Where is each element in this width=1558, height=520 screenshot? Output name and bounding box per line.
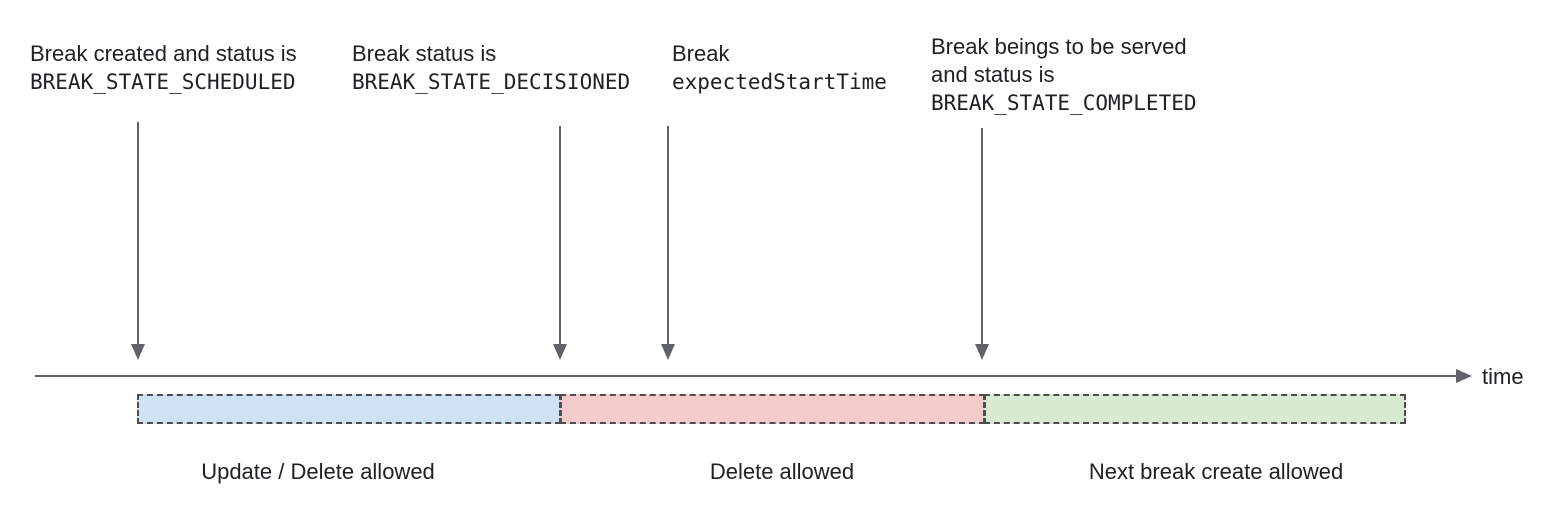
annotation-break-decisioned-text: Break status is bbox=[352, 41, 497, 66]
time-axis-arrowhead-icon bbox=[1456, 369, 1472, 383]
annotation-break-decisioned: Break status is BREAK_STATE_DECISIONED bbox=[352, 40, 630, 96]
arrow-stem bbox=[559, 126, 561, 345]
segment-update-delete-allowed bbox=[137, 394, 561, 424]
segment-delete-allowed bbox=[560, 394, 985, 424]
annotation-break-scheduled: Break created and status is BREAK_STATE_… bbox=[30, 40, 297, 96]
arrow-head bbox=[661, 344, 675, 360]
time-axis-label: time bbox=[1482, 364, 1524, 389]
arrow-head bbox=[553, 344, 567, 360]
annotation-break-completed-text-1: Break beings to be served bbox=[931, 34, 1187, 59]
down-arrow-icon-break-decisioned bbox=[553, 126, 567, 360]
segment-label-next-break-create-allowed: Next break create allowed bbox=[1088, 459, 1344, 484]
arrow-stem bbox=[981, 128, 983, 345]
arrow-stem bbox=[137, 122, 139, 345]
annotation-break-scheduled-code: BREAK_STATE_SCHEDULED bbox=[30, 70, 296, 94]
annotation-expected-start-time: Break expectedStartTime bbox=[672, 40, 887, 96]
down-arrow-icon-break-completed bbox=[975, 128, 989, 360]
down-arrow-icon-expected-start-time bbox=[661, 126, 675, 360]
down-arrow-icon-break-scheduled bbox=[131, 122, 145, 360]
segment-label-update-delete-allowed: Update / Delete allowed bbox=[201, 459, 435, 484]
annotation-break-decisioned-code: BREAK_STATE_DECISIONED bbox=[352, 70, 631, 94]
annotation-break-scheduled-text: Break created and status is bbox=[30, 41, 297, 66]
annotation-expected-start-time-code: expectedStartTime bbox=[672, 70, 887, 94]
segment-next-break-create-allowed bbox=[984, 394, 1406, 424]
annotation-break-completed: Break beings to be served and status is … bbox=[931, 33, 1197, 117]
annotation-break-completed-text-2: and status is bbox=[931, 62, 1055, 87]
arrow-stem bbox=[667, 126, 669, 345]
arrow-head bbox=[131, 344, 145, 360]
time-axis-line bbox=[35, 375, 1456, 377]
segment-label-delete-allowed: Delete allowed bbox=[709, 459, 855, 484]
annotation-expected-start-time-text: Break bbox=[672, 41, 730, 66]
annotation-break-completed-code: BREAK_STATE_COMPLETED bbox=[931, 91, 1197, 115]
arrow-head bbox=[975, 344, 989, 360]
